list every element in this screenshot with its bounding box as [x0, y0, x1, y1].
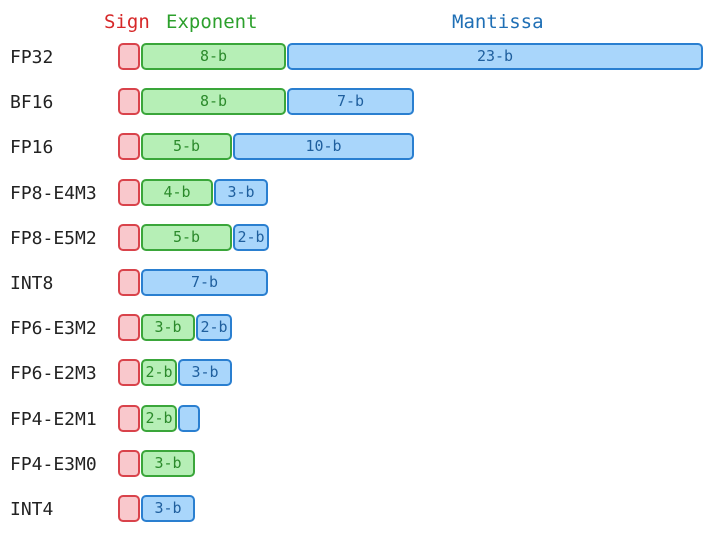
- sign-bit-box: [118, 269, 140, 296]
- sign-bit-box: [118, 495, 140, 522]
- legend-sign: Sign: [104, 11, 150, 33]
- format-name: BF16: [10, 92, 54, 114]
- format-row: FP4-E2M1 2-b: [0, 404, 722, 436]
- exponent-bits-box: 5-b: [141, 223, 232, 251]
- format-name: FP6-E3M2: [10, 318, 97, 340]
- format-name: FP16: [10, 137, 54, 159]
- exponent-bits-box: 4-b: [141, 178, 213, 206]
- format-name: FP4-E3M0: [10, 453, 97, 475]
- legend-mantissa: Mantissa: [452, 11, 544, 33]
- exponent-bits-box: 2-b: [141, 404, 177, 432]
- sign-bit-box: [118, 178, 140, 206]
- exponent-bits-box: 5-b: [141, 133, 232, 161]
- format-name: FP6-E2M3: [10, 363, 97, 385]
- format-name: INT4: [10, 499, 54, 520]
- mantissa-bits-box: [178, 404, 200, 432]
- mantissa-bits-box: 23-b: [287, 43, 703, 70]
- legend-exponent: Exponent: [166, 11, 258, 33]
- mantissa-bits-box: 3-b: [178, 359, 232, 387]
- exponent-bits-box: 3-b: [141, 314, 195, 342]
- mantissa-bits-box: 7-b: [141, 269, 268, 296]
- format-name: FP32: [10, 47, 54, 68]
- sign-bit-box: [118, 404, 140, 432]
- sign-bit-box: [118, 43, 140, 70]
- format-row: INT4 3-b: [0, 494, 722, 526]
- sign-bit-box: [118, 88, 140, 116]
- format-row: FP4-E3M0 3-b: [0, 449, 722, 481]
- exponent-bits-box: 3-b: [141, 449, 195, 477]
- exponent-bits-box: 8-b: [141, 88, 286, 116]
- format-name: FP8-E4M3: [10, 182, 97, 204]
- format-name: INT8: [10, 273, 54, 294]
- sign-bit-box: [118, 359, 140, 387]
- format-name: FP8-E5M2: [10, 227, 97, 249]
- mantissa-bits-box: 3-b: [214, 178, 268, 206]
- format-row: INT8 7-b: [0, 268, 722, 300]
- exponent-bits-box: 2-b: [141, 359, 177, 387]
- mantissa-bits-box: 3-b: [141, 495, 195, 522]
- format-name: FP4-E2M1: [10, 408, 97, 430]
- exponent-bits-box: 8-b: [141, 43, 286, 70]
- mantissa-bits-box: 10-b: [233, 133, 414, 161]
- sign-bit-box: [118, 223, 140, 251]
- mantissa-bits-box: 2-b: [196, 314, 232, 342]
- sign-bit-box: [118, 314, 140, 342]
- mantissa-bits-box: 7-b: [287, 88, 414, 116]
- mantissa-bits-box: 2-b: [233, 223, 269, 251]
- sign-bit-box: [118, 133, 140, 161]
- sign-bit-box: [118, 449, 140, 477]
